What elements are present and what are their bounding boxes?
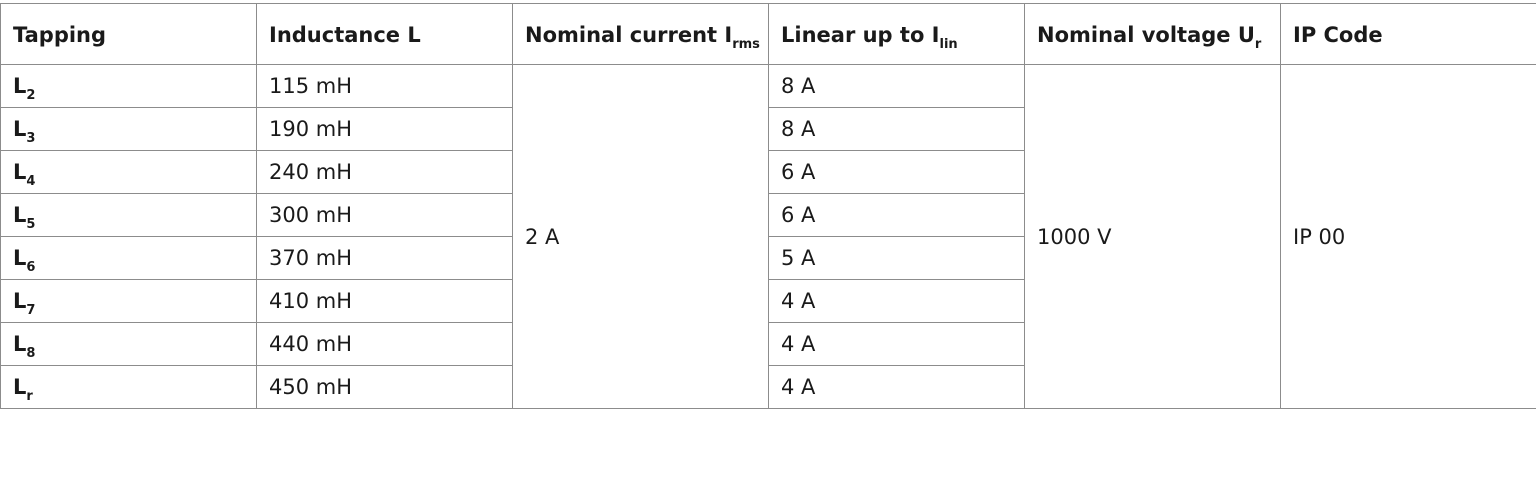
nominal-current-cell: 2 A bbox=[512, 64, 769, 409]
tapping-cell: L6 bbox=[0, 236, 257, 280]
ip-code-cell: IP 00 bbox=[1280, 64, 1536, 409]
inductance-cell: 190 mH bbox=[256, 107, 513, 151]
tapping-cell: L4 bbox=[0, 150, 257, 194]
linear-cell: 6 A bbox=[768, 150, 1025, 194]
inductance-cell: 115 mH bbox=[256, 64, 513, 108]
header-nominal-voltage: Nominal voltage Ur bbox=[1024, 3, 1281, 65]
linear-cell: 8 A bbox=[768, 107, 1025, 151]
header-nominal-current: Nominal current Irms bbox=[512, 3, 769, 65]
header-tapping: Tapping bbox=[0, 3, 257, 65]
header-linear: Linear up to Ilin bbox=[768, 3, 1025, 65]
header-ip-code: IP Code bbox=[1280, 3, 1536, 65]
inductance-cell: 370 mH bbox=[256, 236, 513, 280]
inductance-cell: 440 mH bbox=[256, 322, 513, 366]
header-inductance: Inductance L bbox=[256, 3, 513, 65]
table-row: L4 240 mH 6 A bbox=[0, 150, 1536, 194]
tapping-cell: L7 bbox=[0, 279, 257, 323]
linear-cell: 4 A bbox=[768, 365, 1025, 409]
tapping-cell: L5 bbox=[0, 193, 257, 237]
linear-cell: 4 A bbox=[768, 279, 1025, 323]
table-row: L3 190 mH 8 A bbox=[0, 107, 1536, 151]
linear-cell: 6 A bbox=[768, 193, 1025, 237]
linear-cell: 8 A bbox=[768, 64, 1025, 108]
tapping-cell: L8 bbox=[0, 322, 257, 366]
inductance-cell: 240 mH bbox=[256, 150, 513, 194]
spec-table: Tapping Inductance L Nominal current Irm… bbox=[0, 3, 1536, 409]
inductance-cell: 300 mH bbox=[256, 193, 513, 237]
table-row: L2 115 mH 2 A 8 A 1000 V IP 00 bbox=[0, 64, 1536, 409]
inductance-cell: 450 mH bbox=[256, 365, 513, 409]
inductance-cell: 410 mH bbox=[256, 279, 513, 323]
linear-cell: 4 A bbox=[768, 322, 1025, 366]
tapping-cell: L2 bbox=[0, 64, 257, 108]
table-row: Lr 450 mH 4 A bbox=[0, 365, 1536, 409]
nominal-voltage-cell: 1000 V bbox=[1024, 64, 1281, 409]
header-row: Tapping Inductance L Nominal current Irm… bbox=[0, 3, 1536, 65]
linear-cell: 5 A bbox=[768, 236, 1025, 280]
tapping-cell: Lr bbox=[0, 365, 257, 409]
tapping-cell: L3 bbox=[0, 107, 257, 151]
table-row: L7 410 mH 4 A bbox=[0, 279, 1536, 323]
table-row: L5 300 mH 6 A bbox=[0, 193, 1536, 237]
